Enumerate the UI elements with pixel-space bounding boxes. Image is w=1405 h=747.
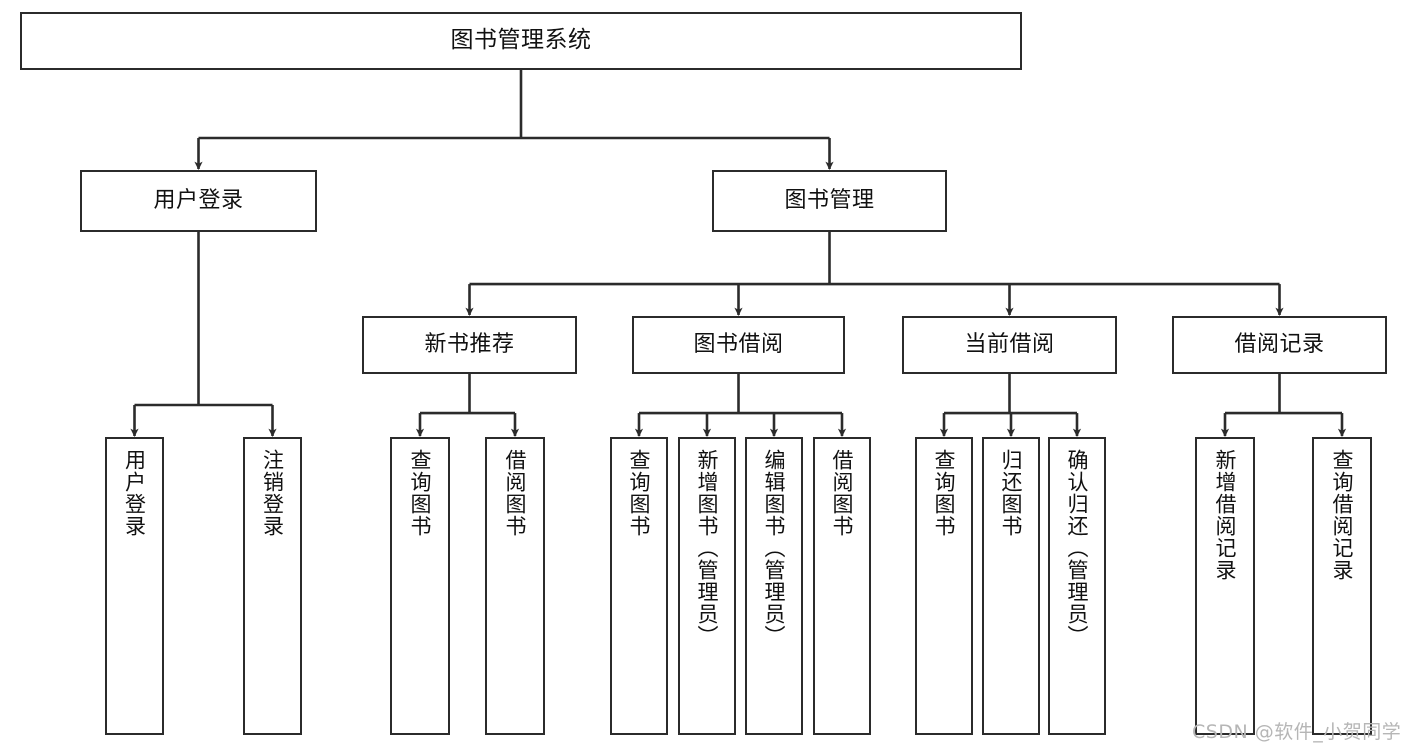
node-label-user-login: 用户登录 <box>153 188 244 214</box>
node-leaf-borrow-book-2[interactable]: 借阅图书 <box>813 437 871 735</box>
node-label-leaf-borrow-book-2: 借阅图书 <box>830 449 855 537</box>
node-new-book-recommend[interactable]: 新书推荐 <box>362 316 577 374</box>
node-leaf-return-book[interactable]: 归还图书 <box>982 437 1040 735</box>
node-current-borrow[interactable]: 当前借阅 <box>902 316 1117 374</box>
node-leaf-edit-book[interactable]: 编辑图书（管理员） <box>745 437 803 735</box>
node-label-leaf-borrow-book-1: 借阅图书 <box>503 449 528 537</box>
node-label-leaf-query-record: 查询借阅记录 <box>1330 449 1355 581</box>
node-user-login[interactable]: 用户登录 <box>80 170 317 232</box>
node-leaf-add-record[interactable]: 新增借阅记录 <box>1195 437 1255 735</box>
node-label-borrow-record: 借阅记录 <box>1234 332 1325 358</box>
node-label-leaf-add-record: 新增借阅记录 <box>1213 449 1238 581</box>
node-label-new-book-recommend: 新书推荐 <box>424 332 515 358</box>
node-leaf-confirm-return[interactable]: 确认归还（管理员） <box>1048 437 1106 735</box>
node-book-borrow[interactable]: 图书借阅 <box>632 316 845 374</box>
node-leaf-query-book-3[interactable]: 查询图书 <box>915 437 973 735</box>
node-label-leaf-query-book-1: 查询图书 <box>408 449 433 537</box>
node-label-leaf-query-book-2: 查询图书 <box>627 449 652 537</box>
node-label-leaf-query-book-3: 查询图书 <box>932 449 957 537</box>
node-label-current-borrow: 当前借阅 <box>964 332 1055 358</box>
node-label-book-borrow: 图书借阅 <box>693 332 784 358</box>
watermark-csdn: CSDN @软件_小贺同学 <box>1192 721 1402 743</box>
node-label-leaf-return-book: 归还图书 <box>999 449 1024 537</box>
node-label-leaf-user-logout: 注销登录 <box>260 449 285 537</box>
node-leaf-add-book[interactable]: 新增图书（管理员） <box>678 437 736 735</box>
node-leaf-query-record[interactable]: 查询借阅记录 <box>1312 437 1372 735</box>
node-label-leaf-confirm-return: 确认归还（管理员） <box>1065 449 1090 647</box>
node-root-system[interactable]: 图书管理系统 <box>20 12 1022 70</box>
node-leaf-user-logout[interactable]: 注销登录 <box>243 437 302 735</box>
node-label-leaf-edit-book: 编辑图书（管理员） <box>762 449 787 647</box>
node-borrow-record[interactable]: 借阅记录 <box>1172 316 1387 374</box>
node-label-leaf-add-book: 新增图书（管理员） <box>695 449 720 647</box>
node-label-leaf-user-login: 用户登录 <box>122 449 147 537</box>
node-leaf-query-book-2[interactable]: 查询图书 <box>610 437 668 735</box>
node-label-book-manage: 图书管理 <box>784 188 875 214</box>
node-leaf-user-login[interactable]: 用户登录 <box>105 437 164 735</box>
node-leaf-borrow-book-1[interactable]: 借阅图书 <box>485 437 545 735</box>
node-label-root: 图书管理系统 <box>450 27 592 54</box>
node-book-manage[interactable]: 图书管理 <box>712 170 947 232</box>
node-leaf-query-book-1[interactable]: 查询图书 <box>390 437 450 735</box>
